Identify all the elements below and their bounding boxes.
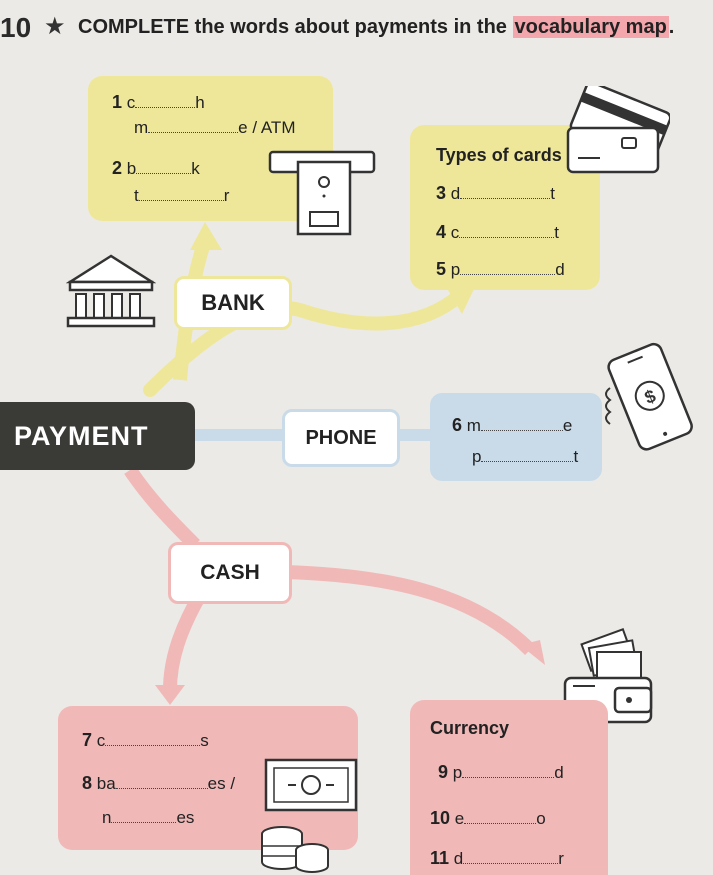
- exercise-number: 10: [0, 12, 32, 43]
- item-1-end: h: [195, 93, 205, 112]
- item-11-start: d: [453, 849, 464, 868]
- answer-blank-11[interactable]: [463, 849, 559, 864]
- bank-hub: BANK: [174, 276, 292, 330]
- item-2b-end: r: [223, 186, 230, 205]
- cash-stack-icon: [580, 628, 642, 681]
- item-1-number: 1: [112, 92, 123, 112]
- item-10-number: 10: [430, 808, 451, 828]
- item-1-start: c: [126, 93, 136, 112]
- item-4-start: c: [450, 223, 460, 242]
- payment-hub: PAYMENT: [0, 402, 195, 470]
- atm-icon: [268, 150, 376, 236]
- answer-blank-2[interactable]: [136, 159, 192, 174]
- answer-blank-1[interactable]: [135, 93, 196, 108]
- item-1b-end: e / ATM: [238, 118, 296, 137]
- pink-ribbon: [124, 466, 200, 550]
- item-6b-start: p: [472, 447, 482, 466]
- item-8b-end: es: [176, 808, 195, 827]
- item-8b-start: n: [102, 808, 112, 827]
- item-11: 11 d r: [430, 848, 564, 869]
- instruction-end: .: [668, 16, 675, 38]
- item-1: 1 c h: [112, 92, 205, 113]
- item-1b-start: m: [134, 118, 149, 137]
- currency-terms-box: [410, 700, 608, 875]
- item-9: 9 p d: [438, 762, 564, 783]
- bank-terms-box: [88, 76, 333, 221]
- answer-blank-10[interactable]: [464, 809, 537, 824]
- item-1b: m e / ATM: [134, 118, 295, 138]
- item-9-end: d: [554, 763, 564, 782]
- credit-card-icon: [566, 86, 670, 174]
- item-8: 8 ba es /: [82, 773, 235, 794]
- item-6-number: 6: [452, 415, 463, 435]
- item-10-start: e: [454, 809, 465, 828]
- item-10-end: o: [536, 809, 546, 828]
- item-5: 5 p d: [436, 259, 565, 280]
- pink-ribbon-down: [163, 591, 207, 691]
- item-4-end: t: [554, 223, 559, 242]
- coins-icon: [261, 826, 329, 873]
- item-7-number: 7: [82, 730, 93, 750]
- item-8-number: 8: [82, 773, 93, 793]
- item-8-start: ba: [96, 774, 116, 793]
- answer-blank-4[interactable]: [459, 223, 555, 238]
- item-10: 10 e o: [430, 808, 546, 829]
- item-2: 2 b k: [112, 158, 200, 179]
- answer-blank-3[interactable]: [460, 184, 551, 199]
- answer-blank-8[interactable]: [115, 774, 208, 789]
- answer-blank-6b[interactable]: [481, 447, 574, 462]
- item-5-end: d: [555, 260, 565, 279]
- smartphone-dollar-icon: $: [605, 342, 693, 451]
- yellow-ribbon: [143, 288, 467, 397]
- item-3: 3 d t: [436, 183, 555, 204]
- phone-terms-box: [430, 393, 602, 481]
- item-6b-end: t: [573, 447, 579, 466]
- item-7: 7 c s: [82, 730, 209, 751]
- answer-blank-6[interactable]: [480, 416, 563, 431]
- cards-heading: Types of cards: [436, 145, 562, 165]
- item-7-start: c: [96, 731, 106, 750]
- item-3-end: t: [550, 184, 555, 203]
- currency-heading: Currency: [430, 718, 510, 738]
- answer-blank-7[interactable]: [105, 731, 201, 746]
- instruction: COMPLETE the words about payments in the…: [78, 16, 674, 39]
- item-2-end: k: [191, 159, 200, 178]
- answer-blank-1b[interactable]: [148, 118, 239, 133]
- answer-blank-9[interactable]: [462, 763, 555, 778]
- item-7-end: s: [200, 731, 209, 750]
- item-3-start: d: [450, 184, 461, 203]
- item-2-start: b: [126, 159, 137, 178]
- item-6-start: m: [466, 416, 481, 435]
- phone-hub: PHONE: [282, 409, 400, 467]
- item-2b-start: t: [134, 186, 139, 205]
- item-8b: n es: [102, 808, 194, 828]
- instruction-text: COMPLETE the words about payments in the: [78, 16, 507, 38]
- item-2-number: 2: [112, 158, 123, 178]
- item-4-number: 4: [436, 222, 447, 242]
- instruction-highlight: vocabulary map: [512, 16, 669, 38]
- item-3-number: 3: [436, 183, 447, 203]
- answer-blank-2b[interactable]: [138, 186, 224, 201]
- item-8-end: es /: [207, 774, 236, 793]
- bank-building-icon: [66, 254, 156, 328]
- item-4: 4 c t: [436, 222, 559, 243]
- item-9-number: 9: [438, 762, 449, 782]
- item-9-start: p: [452, 763, 463, 782]
- item-5-number: 5: [436, 259, 447, 279]
- item-11-end: r: [558, 849, 564, 868]
- item-5-start: p: [450, 260, 461, 279]
- star-icon: ★: [44, 13, 66, 40]
- item-11-number: 11: [430, 848, 450, 868]
- item-6-end: e: [562, 416, 573, 435]
- answer-blank-8b[interactable]: [111, 808, 177, 823]
- item-6: 6 m e: [452, 415, 572, 436]
- banknote-icon: [264, 758, 358, 812]
- cash-hub: CASH: [168, 542, 292, 604]
- answer-blank-5[interactable]: [460, 260, 556, 275]
- pink-ribbon-right: [284, 565, 535, 655]
